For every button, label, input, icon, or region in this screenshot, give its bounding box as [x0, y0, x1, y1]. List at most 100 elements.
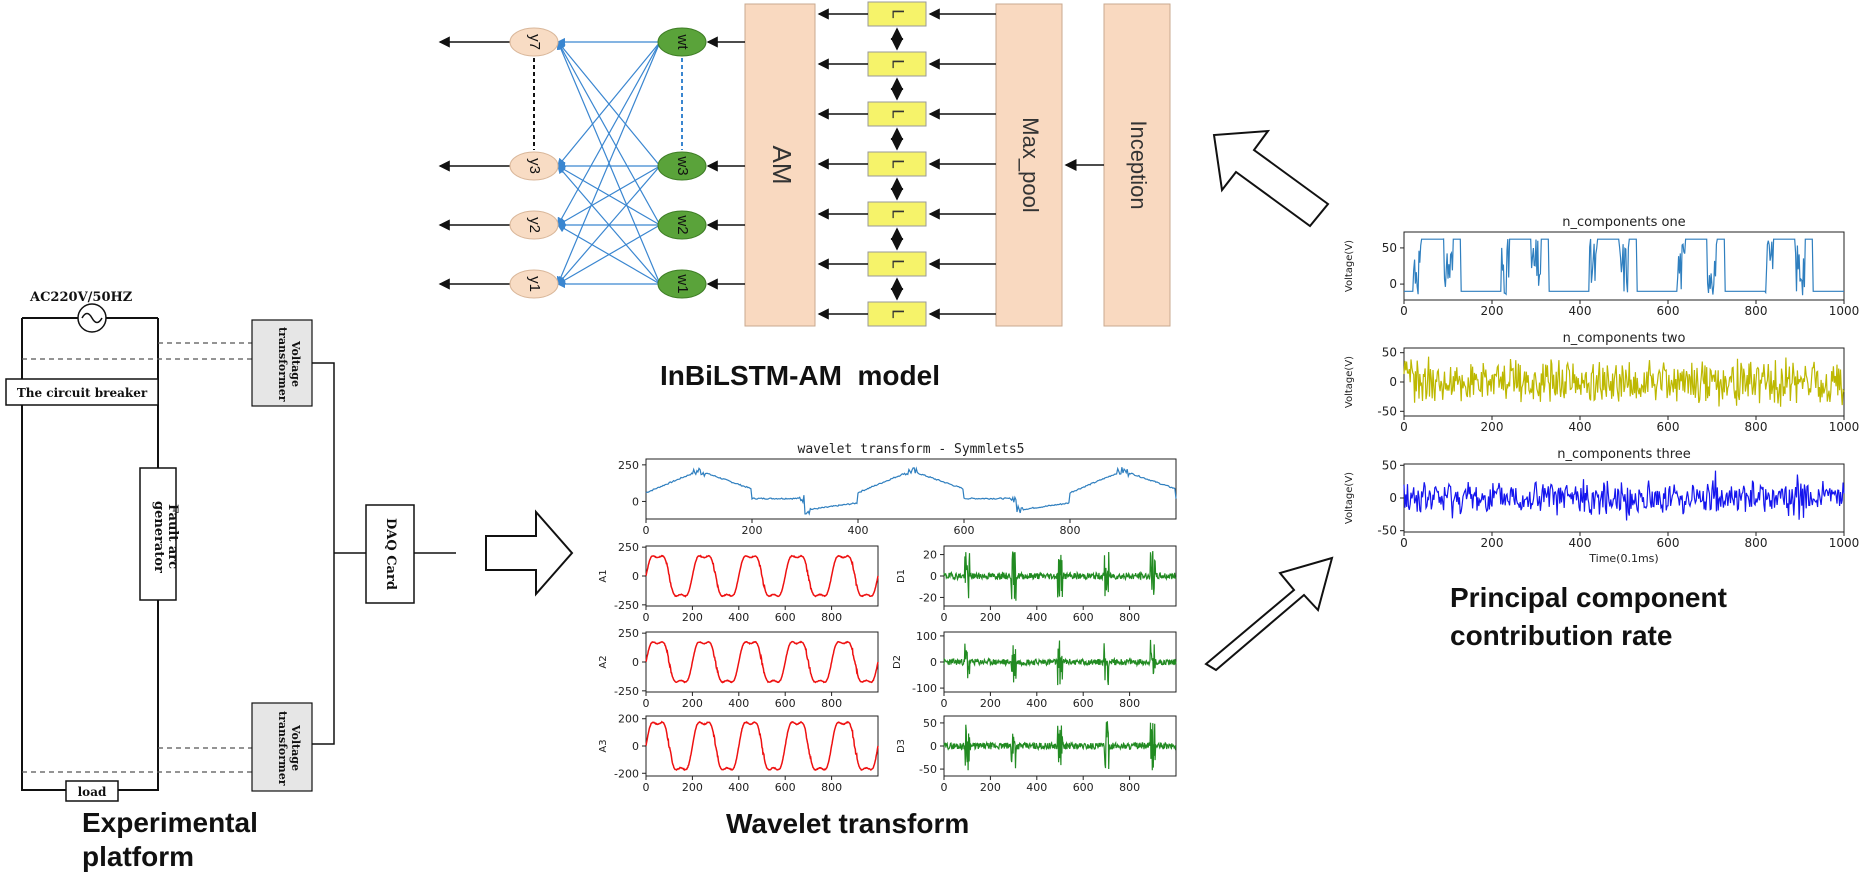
pca-title-line1: Principal component — [1450, 582, 1727, 613]
series-line — [1404, 238, 1844, 296]
y-tick-label: -100 — [912, 682, 937, 695]
x-tick-label: 0 — [941, 781, 948, 794]
x-tick-label: 1000 — [1829, 304, 1860, 318]
attention-weight-node — [657, 210, 707, 240]
x-tick-label: 200 — [682, 697, 703, 710]
series-line — [943, 551, 1177, 601]
y-tick-label: 50 — [923, 717, 937, 730]
x-tick-label: 600 — [775, 697, 796, 710]
x-tick-label: 0 — [941, 611, 948, 624]
x-tick-label: 200 — [1481, 536, 1504, 550]
pca-title-line2: contribution rate — [1450, 620, 1673, 651]
x-tick-label: 200 — [682, 781, 703, 794]
series-line — [645, 720, 879, 771]
attention-weight-label: w2 — [674, 214, 691, 234]
platform-title: Experimental platform — [82, 806, 322, 874]
x-tick-label: 200 — [682, 611, 703, 624]
y-tick-label: 250 — [618, 627, 639, 640]
x-tick-label: 0 — [1400, 420, 1408, 434]
x-tick-label: 400 — [848, 524, 869, 537]
x-tick-label: 600 — [954, 524, 975, 537]
daq-label: DAQ Card — [383, 518, 398, 590]
fault-arc-generator-box — [139, 467, 177, 601]
x-tick-label: 600 — [1657, 536, 1680, 550]
y-tick-label: 0 — [632, 570, 639, 583]
source-label: AC220V/50HZ — [29, 290, 133, 305]
x-tick-label: 1000 — [1829, 420, 1860, 434]
y-axis-label: A2 — [598, 655, 609, 668]
x-tick-label: 400 — [1026, 781, 1047, 794]
breaker-label: The circuit breaker — [17, 386, 148, 400]
x-tick-label: 200 — [980, 697, 1001, 710]
x-tick-label: 800 — [1745, 304, 1768, 318]
maxpool-block — [995, 3, 1063, 327]
y-tick-label: -250 — [614, 685, 639, 698]
fault-gen-label: Fault arc generator — [151, 501, 180, 573]
y-tick-label: 50 — [1382, 346, 1397, 360]
flow-arrow-right — [485, 509, 574, 597]
y-tick-label: 200 — [618, 713, 639, 726]
x-tick-label: 400 — [1569, 304, 1592, 318]
ac-source-icon — [77, 303, 107, 333]
load-label: load — [78, 785, 107, 799]
x-tick-label: 0 — [643, 697, 650, 710]
inception-block-label: Inception — [1126, 120, 1151, 209]
output-node — [509, 210, 559, 240]
output-node — [509, 151, 559, 181]
output-node — [509, 269, 559, 299]
lstm-cell — [867, 1, 927, 27]
x-tick-label: 800 — [1745, 420, 1768, 434]
x-tick-label: 800 — [1119, 611, 1140, 624]
y-tick-label: 0 — [1389, 491, 1397, 505]
platform-title-text: Experimental platform — [82, 807, 258, 872]
x-tick-label: 200 — [980, 781, 1001, 794]
y-tick-label: 0 — [1389, 375, 1397, 389]
y-tick-label: 50 — [1382, 458, 1397, 472]
x-tick-label: 0 — [643, 781, 650, 794]
output-node-label: y3 — [526, 158, 543, 174]
lstm-cell-label: L — [889, 159, 908, 168]
x-tick-label: 600 — [775, 781, 796, 794]
voltage-transformer-bottom — [251, 702, 313, 792]
lstm-cell — [867, 151, 927, 177]
daq-card-box — [365, 504, 415, 604]
plot-frame — [645, 458, 1177, 520]
x-tick-label: 1000 — [1829, 536, 1860, 550]
x-tick-label: 800 — [1119, 781, 1140, 794]
series-line — [1403, 470, 1845, 521]
y-tick-label: 0 — [632, 495, 639, 508]
x-tick-label: 800 — [1745, 536, 1768, 550]
x-tick-label: 400 — [728, 697, 749, 710]
y-tick-label: 0 — [930, 570, 937, 583]
y-tick-label: -50 — [919, 763, 937, 776]
x-tick-label: 800 — [1060, 524, 1081, 537]
circuit-breaker-box — [5, 378, 159, 406]
y-axis-label: D2 — [892, 655, 903, 669]
attention-weight-label: wt — [674, 34, 691, 51]
x-tick-label: 600 — [1657, 304, 1680, 318]
x-tick-label: 400 — [728, 781, 749, 794]
attention-weight-label: w3 — [674, 155, 691, 175]
lstm-cell — [867, 301, 927, 327]
y-axis-label: Voltage(V) — [1344, 240, 1355, 292]
x-tick-label: 400 — [1569, 420, 1592, 434]
y-tick-label: 250 — [618, 459, 639, 472]
load-box — [65, 780, 119, 802]
x-tick-label: 400 — [1026, 611, 1047, 624]
series-line — [943, 639, 1177, 686]
x-tick-label: 200 — [742, 524, 763, 537]
lstm-cell-label: L — [889, 59, 908, 68]
y-tick-label: -250 — [614, 599, 639, 612]
x-tick-label: 800 — [821, 781, 842, 794]
